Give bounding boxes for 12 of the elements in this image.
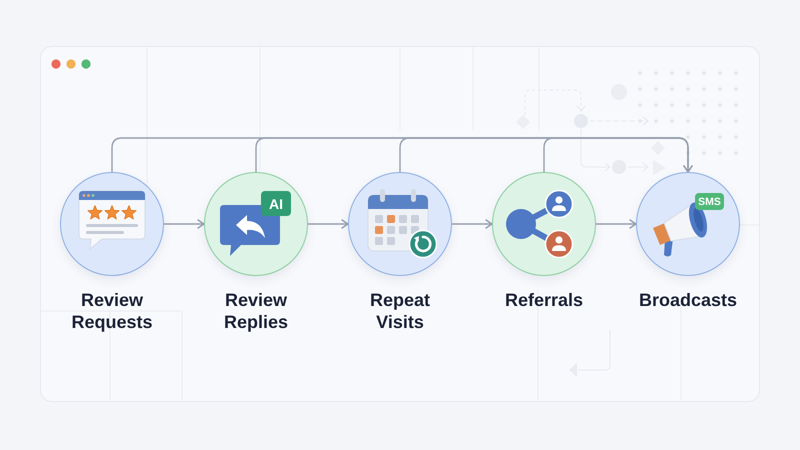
- connector-arrow: [596, 219, 637, 229]
- step-label: Referrals: [504, 289, 584, 311]
- step-label: Repeat Visits: [368, 289, 432, 333]
- connector-arrow: [543, 137, 693, 173]
- sms-tag: SMS: [695, 193, 724, 210]
- connector-arrow: [308, 219, 349, 229]
- step-label: Broadcasts: [638, 289, 738, 311]
- ai-tag: AI: [261, 191, 291, 216]
- step-label: Review Replies: [222, 289, 290, 333]
- step-label: Review Requests: [70, 289, 154, 333]
- connector-arrow: [452, 219, 493, 229]
- connector-arrow: [164, 219, 205, 229]
